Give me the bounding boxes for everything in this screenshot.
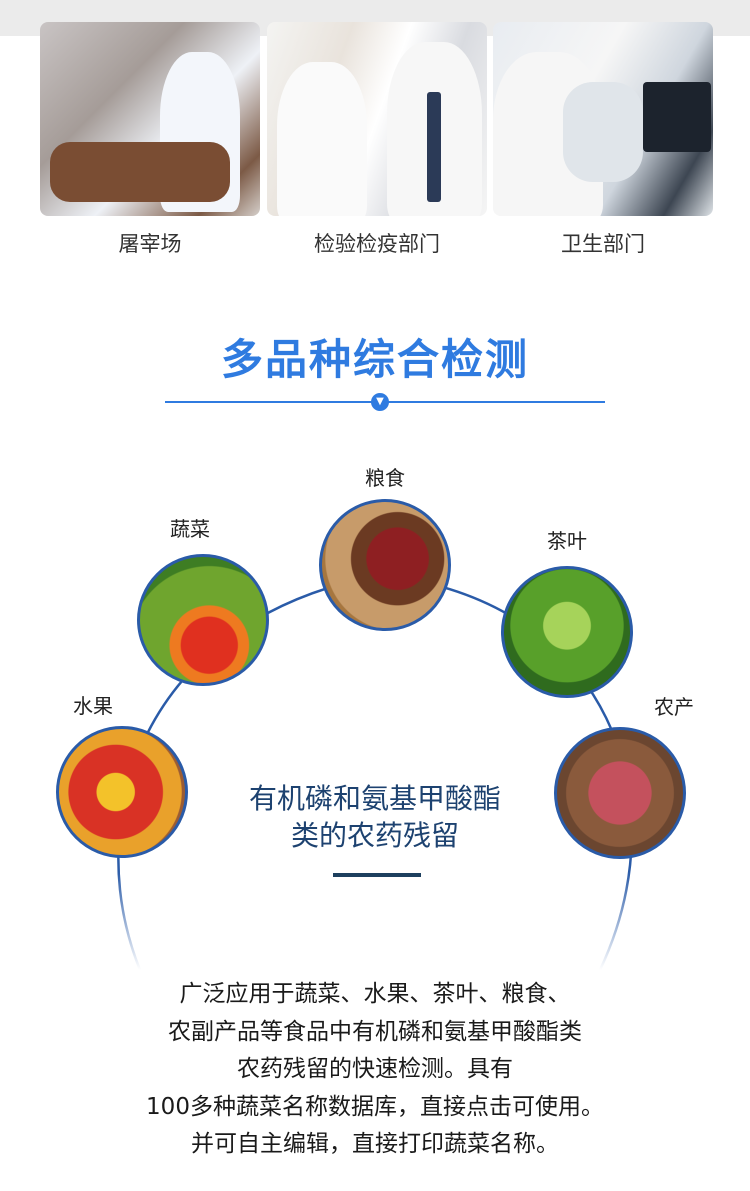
chevron-down-circle-icon: ▼ bbox=[371, 393, 389, 411]
description: 广泛应用于蔬菜、水果、茶叶、粮食、 农副产品等食品中有机磷和氨基甲酸酯类 农药残… bbox=[0, 976, 750, 1164]
center-caption-line: 类的农药残留 bbox=[290, 819, 459, 852]
inspection-photo bbox=[267, 22, 487, 216]
scenario-label: 屠宰场 bbox=[118, 232, 182, 256]
category-label: 蔬菜 bbox=[170, 517, 210, 541]
description-line: 并可自主编辑，直接打印蔬菜名称。 bbox=[191, 1131, 559, 1157]
category-grain-image bbox=[319, 499, 451, 631]
category-label: 农产 bbox=[654, 695, 694, 719]
description-line: 广泛应用于蔬菜、水果、茶叶、粮食、 bbox=[179, 981, 571, 1007]
slaughterhouse-photo bbox=[40, 22, 260, 216]
description-line: 农药残留的快速检测。具有 bbox=[237, 1056, 513, 1082]
description-line: 农副产品等食品中有机磷和氨基甲酸酯类 bbox=[168, 1018, 582, 1045]
category-produce-image bbox=[554, 727, 686, 859]
category-tea-image bbox=[501, 566, 633, 698]
category-vegetable-image bbox=[137, 554, 269, 686]
scenario-label: 检验检疫部门 bbox=[314, 232, 440, 256]
category-label: 茶叶 bbox=[547, 529, 587, 553]
center-underline bbox=[333, 873, 421, 877]
section-title: 多品种综合检测 bbox=[220, 335, 529, 384]
description-line: 100多种蔬菜名称数据库，直接点击可使用。 bbox=[146, 1093, 604, 1120]
center-caption-line: 有机磷和氨基甲酸酯 bbox=[248, 782, 501, 815]
category-label: 水果 bbox=[73, 694, 113, 718]
center-caption: 有机磷和氨基甲酸酯 类的农药残留 bbox=[0, 780, 750, 854]
category-fruit-image bbox=[56, 726, 188, 858]
category-label: 粮食 bbox=[365, 466, 405, 490]
scenario-label: 卫生部门 bbox=[561, 232, 645, 256]
health-department-photo bbox=[493, 22, 713, 216]
